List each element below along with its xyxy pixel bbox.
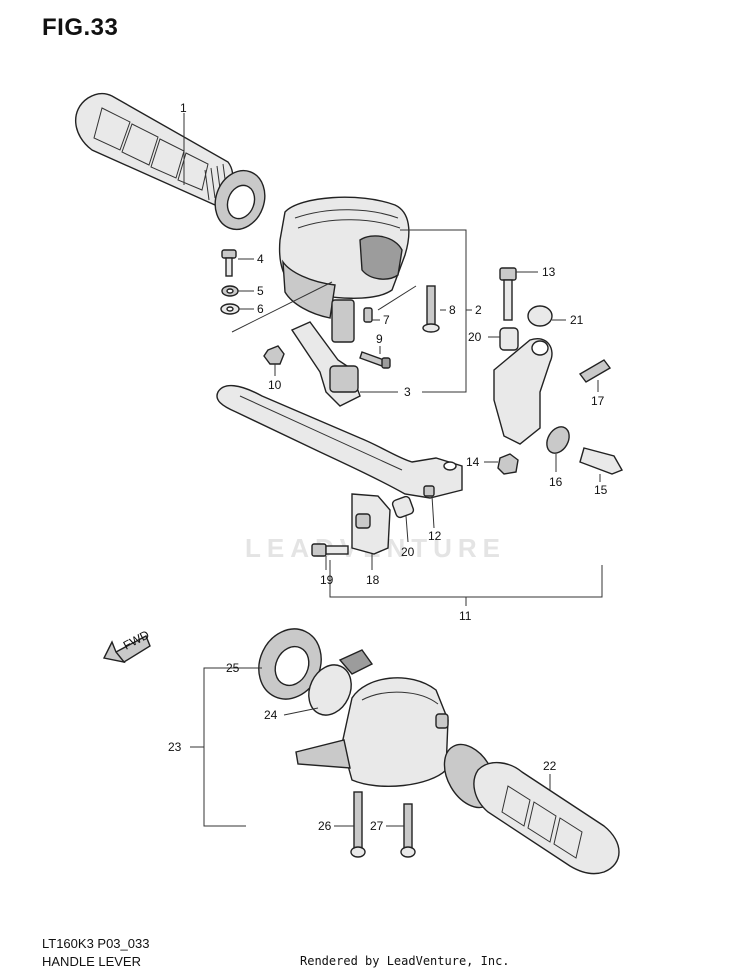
callout-7: 7: [383, 313, 390, 327]
screw-part-9[interactable]: [359, 351, 391, 369]
right-grip-part-22[interactable]: [434, 736, 620, 875]
washer-part-6[interactable]: [220, 303, 240, 315]
callout-6: 6: [257, 302, 264, 316]
washer-part-5[interactable]: [221, 285, 239, 297]
callout-3: 3: [404, 385, 411, 399]
leader-lines: [183, 113, 603, 827]
clamp-part-18[interactable]: [351, 493, 391, 555]
fwd-arrow-icon: [102, 635, 151, 664]
model-code: LT160K3 P03_033: [42, 936, 150, 951]
callout-26: 26: [318, 819, 332, 833]
cap-part-21[interactable]: [527, 305, 553, 327]
screw-part-26[interactable]: [350, 791, 366, 858]
switch-assembly-part-23[interactable]: [295, 677, 449, 788]
master-cylinder-perch[interactable]: [493, 338, 553, 445]
callout-15: 15: [594, 483, 608, 497]
callout-21: 21: [570, 313, 584, 327]
callout-20-lower: 20: [401, 545, 415, 559]
brake-lever-part-11[interactable]: [216, 385, 463, 499]
callout-17: 17: [591, 394, 605, 408]
callout-25: 25: [226, 661, 240, 675]
callout-27: 27: [370, 819, 384, 833]
collar-part-20-upper[interactable]: [499, 327, 519, 351]
bolt-part-8[interactable]: [422, 285, 440, 333]
callout-2: 2: [475, 303, 482, 317]
callout-13: 13: [542, 265, 556, 279]
throttle-tube-part-24[interactable]: [301, 649, 374, 722]
callout-5: 5: [257, 284, 264, 298]
callout-10: 10: [268, 378, 282, 392]
screw-part-17[interactable]: [578, 359, 612, 383]
bolt-part-4[interactable]: [221, 249, 237, 277]
nut-part-14[interactable]: [497, 453, 519, 475]
callout-14: 14: [466, 455, 480, 469]
rendered-by-credit: Rendered by LeadVenture, Inc.: [300, 954, 510, 968]
bolt-part-19[interactable]: [311, 543, 349, 557]
screw-part-7[interactable]: [363, 307, 373, 323]
screw-part-27[interactable]: [400, 803, 416, 858]
callout-22: 22: [543, 759, 557, 773]
pin-part-12[interactable]: [423, 485, 435, 497]
callout-12: 12: [428, 529, 442, 543]
section-name: HANDLE LEVER: [42, 954, 141, 969]
callout-24: 24: [264, 708, 278, 722]
figure-title: FIG.33: [42, 14, 119, 41]
nut-part-10[interactable]: [263, 345, 285, 365]
callout-19: 19: [320, 573, 334, 587]
left-grip-part-1[interactable]: [74, 92, 273, 237]
collar-part-20-lower[interactable]: [391, 495, 415, 519]
bracket-part-3[interactable]: [290, 321, 361, 407]
callout-16: 16: [549, 475, 563, 489]
callout-9: 9: [376, 332, 383, 346]
callout-4: 4: [257, 252, 264, 266]
adjuster-part-16[interactable]: [542, 423, 573, 457]
callout-8: 8: [449, 303, 456, 317]
callout-18: 18: [366, 573, 380, 587]
callout-11: 11: [459, 609, 472, 623]
callout-1: 1: [180, 101, 187, 115]
adjuster-bolt-part-15[interactable]: [579, 447, 624, 475]
callout-labels: 1 4 5 6 2 7 8 9 10 3 13 21 20 17 14 16 1…: [168, 101, 608, 833]
callout-23: 23: [168, 740, 182, 754]
switch-housing-part-2[interactable]: [278, 196, 410, 343]
bolt-part-13[interactable]: [499, 267, 517, 321]
callout-20-upper: 20: [468, 330, 482, 344]
